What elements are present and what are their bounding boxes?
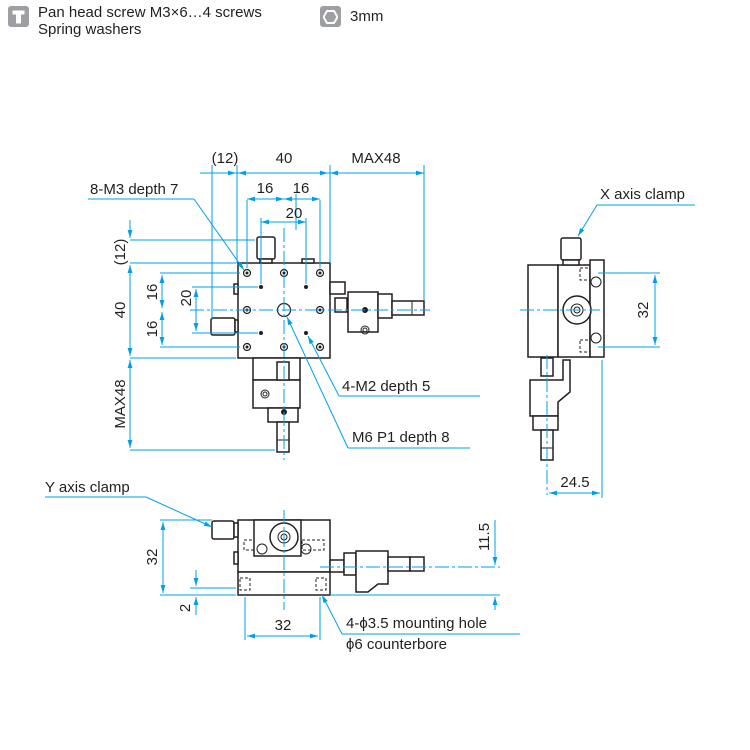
callout-m2-holes: 4-M2 depth 5 — [342, 378, 430, 395]
callout-y-axis-clamp: Y axis clamp — [45, 479, 130, 496]
dim-front-height: 32 — [144, 549, 161, 566]
dim-front-hole-pitch: 32 — [275, 617, 292, 634]
dim-top-left-offset: (12) — [212, 150, 239, 167]
accessory-hex-key: 3mm — [320, 4, 383, 27]
hex-key-icon — [320, 6, 341, 27]
dim-front-axis-height: 11.5 — [476, 523, 493, 551]
dim-top-pitch-right: 16 — [293, 180, 310, 197]
side-base-block — [527, 264, 559, 358]
front-y-clamp-knob — [211, 520, 235, 540]
accessory-hex-key-size: 3mm — [350, 8, 384, 25]
top-view: (12) 40 MAX48 16 16 20 (12) 40 16 16 20 … — [88, 150, 480, 460]
top-y-clamp-block — [252, 379, 301, 409]
m3-holes — [242, 268, 325, 352]
accessory-screws: Pan head screw M3×6…4 screws Spring wash… — [8, 4, 262, 38]
dim-side-height: 32 — [635, 302, 652, 319]
dim-side-width: 24.5 — [560, 474, 589, 491]
accessory-screws-text: Pan head screw M3×6…4 screws Spring wash… — [38, 4, 262, 38]
dim-left-inner-pitch: 20 — [178, 290, 195, 307]
callout-mounting-hole: 4-ϕ3.5 mounting hole — [346, 615, 487, 632]
front-micrometer — [409, 556, 425, 572]
callout-counterbore: ϕ6 counterbore — [346, 636, 447, 653]
dim-top-pitch-left: 16 — [257, 180, 274, 197]
top-x-clamp-knob — [256, 236, 276, 260]
callout-m6-hole: M6 P1 depth 8 — [352, 429, 450, 446]
m2-holes — [259, 285, 308, 335]
top-y-clamp-knob — [210, 317, 236, 336]
dim-left-height: 40 — [112, 302, 129, 319]
top-x-micrometer — [391, 300, 425, 316]
accessory-screws-line1: Pan head screw M3×6…4 screws — [38, 4, 262, 21]
pan-head-screw-icon — [8, 6, 29, 27]
dim-left-pitch-lower: 16 — [144, 321, 161, 338]
accessory-hex-key-text: 3mm — [350, 4, 383, 25]
dim-front-base: 2 — [177, 604, 194, 612]
side-x-clamp-knob — [560, 237, 582, 261]
top-y-micrometer — [276, 421, 290, 453]
dim-top-inner-pitch: 20 — [286, 205, 303, 222]
dim-left-top-offset: (12) — [112, 239, 129, 266]
accessory-screws-line2: Spring washers — [38, 21, 142, 38]
callout-x-axis-clamp: X axis clamp — [600, 186, 685, 203]
dim-left-max-travel: MAX48 — [112, 379, 129, 428]
dim-top-max-travel: MAX48 — [351, 150, 400, 167]
dim-left-pitch-upper: 16 — [144, 284, 161, 301]
callout-m3-holes: 8-M3 depth 7 — [90, 181, 178, 198]
front-view: Y axis clamp 32 2 32 11.5 4-ϕ3.5 mountin… — [45, 479, 520, 653]
side-view: X axis clamp 32 24.5 — [520, 186, 695, 498]
dim-top-width: 40 — [276, 150, 293, 167]
